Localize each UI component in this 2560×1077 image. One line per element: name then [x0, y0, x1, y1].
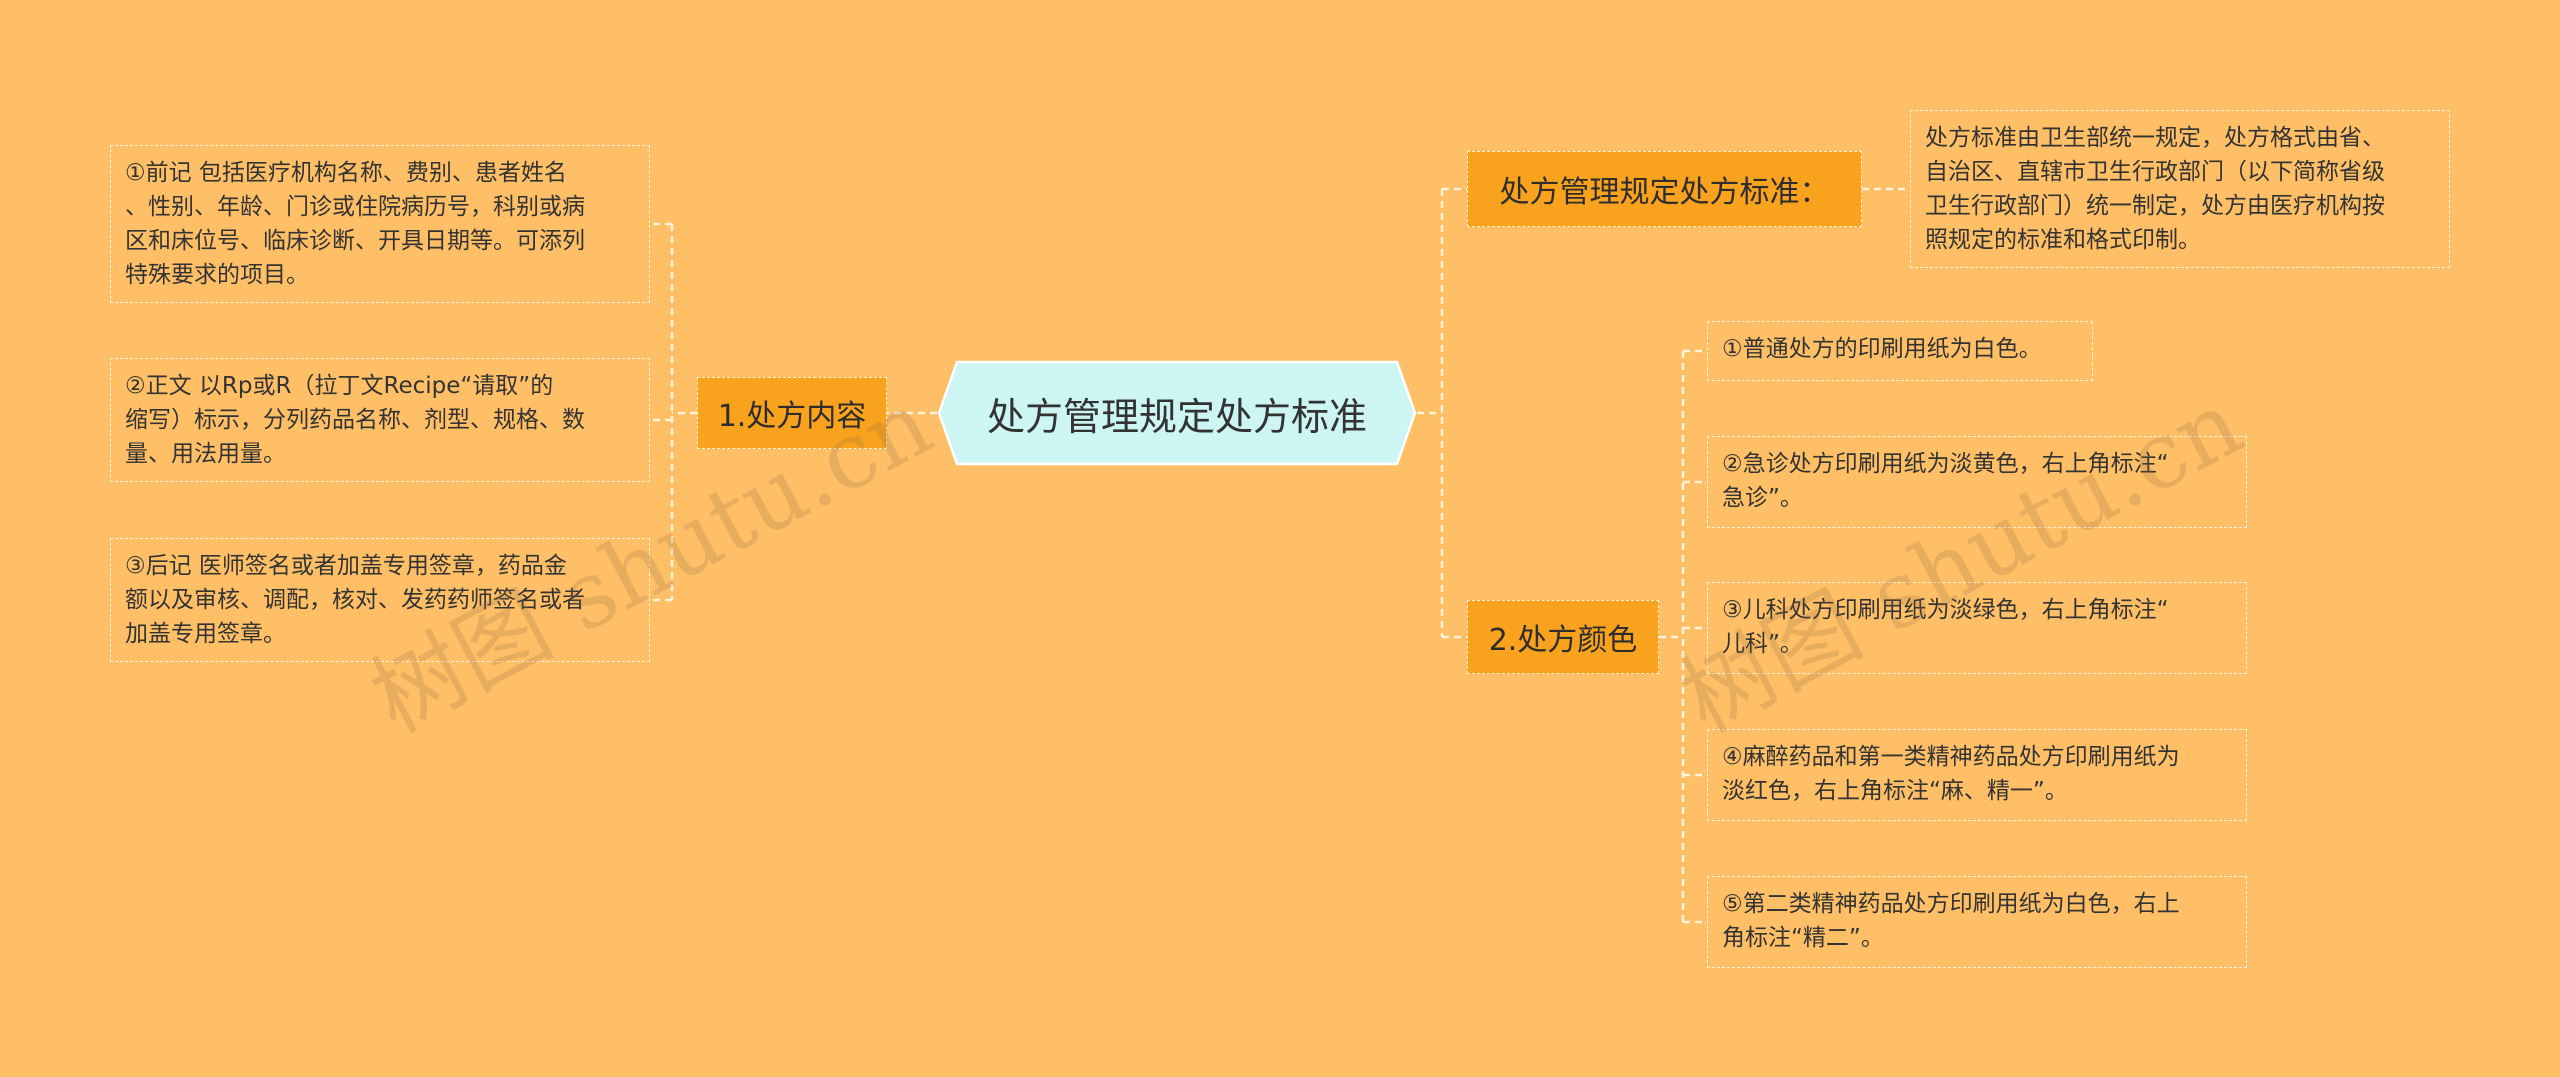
leaf-text-line: ⑤第二类精神药品处方印刷用纸为白色，右上	[1722, 891, 2180, 917]
leaf-color-pediatric[interactable]: ③儿科处方印刷用纸为淡绿色，右上角标注“ 儿科”。	[1707, 582, 2247, 674]
leaf-text-line: 特殊要求的项目。	[125, 262, 309, 288]
root-node[interactable]: 处方管理规定处方标准	[937, 360, 1417, 466]
leaf-back-note[interactable]: ③后记 医师签名或者加盖专用签章，药品金 额以及审核、调配，核对、发药药师签名或…	[110, 538, 650, 662]
branch-prescription-content[interactable]: 1.处方内容	[697, 377, 887, 449]
leaf-color-ordinary[interactable]: ①普通处方的印刷用纸为白色。	[1707, 321, 2093, 381]
root-hexagon-shape	[937, 360, 1417, 466]
leaf-text-line: ③后记 医师签名或者加盖专用签章，药品金	[125, 553, 567, 579]
leaf-text-line: 儿科”。	[1722, 631, 1803, 657]
leaf-text-line: 加盖专用签章。	[125, 621, 286, 647]
branch-prescription-standard-label: 处方管理规定处方标准：	[1499, 175, 1830, 210]
leaf-text-line: 自治区、直辖市卫生行政部门（以下简称省级	[1925, 159, 2385, 185]
leaf-text-line: ①前记 包括医疗机构名称、费别、患者姓名	[125, 160, 567, 186]
leaf-text-line: 、性别、年龄、门诊或住院病历号，科别或病	[125, 194, 585, 220]
leaf-text-line: ②正文 以Rp或R（拉丁文Recipe“请取”的	[125, 373, 554, 399]
root-label: 处方管理规定处方标准	[986, 394, 1367, 439]
leaf-text-line: 角标注“精二”。	[1722, 925, 1884, 951]
leaf-body-text[interactable]: ②正文 以Rp或R（拉丁文Recipe“请取”的 缩写）标示，分列药品名称、剂型…	[110, 358, 650, 482]
leaf-text-line: ④麻醉药品和第一类精神药品处方印刷用纸为	[1722, 744, 2180, 770]
branch-prescription-color-label: 2.处方颜色	[1488, 623, 1638, 658]
leaf-color-psychotropic[interactable]: ⑤第二类精神药品处方印刷用纸为白色，右上 角标注“精二”。	[1707, 876, 2247, 968]
branch-prescription-content-label: 1.处方内容	[717, 399, 867, 434]
leaf-front-note[interactable]: ①前记 包括医疗机构名称、费别、患者姓名 、性别、年龄、门诊或住院病历号，科别或…	[110, 145, 650, 303]
leaf-text-line: ②急诊处方印刷用纸为淡黄色，右上角标注“	[1722, 451, 2169, 477]
leaf-text-line: ①普通处方的印刷用纸为白色。	[1722, 336, 2042, 362]
branch-prescription-standard[interactable]: 处方管理规定处方标准：	[1467, 151, 1862, 227]
leaf-text-line: 缩写）标示，分列药品名称、剂型、规格、数	[125, 407, 585, 433]
leaf-text-line: 卫生行政部门）统一制定，处方由医疗机构按	[1925, 193, 2385, 219]
leaf-text-line: 照规定的标准和格式印制。	[1925, 227, 2201, 253]
leaf-text-line: 处方标准由卫生部统一规定，处方格式由省、	[1925, 125, 2385, 151]
branch-prescription-color[interactable]: 2.处方颜色	[1467, 600, 1659, 674]
leaf-color-emergency[interactable]: ②急诊处方印刷用纸为淡黄色，右上角标注“ 急诊”。	[1707, 436, 2247, 528]
leaf-text-line: 淡红色，右上角标注“麻、精一”。	[1722, 778, 2068, 804]
leaf-text-line: 急诊”。	[1722, 485, 1803, 511]
leaf-text-line: ③儿科处方印刷用纸为淡绿色，右上角标注“	[1722, 597, 2169, 623]
leaf-text-line: 区和床位号、临床诊断、开具日期等。可添列	[125, 228, 585, 254]
leaf-color-narcotic[interactable]: ④麻醉药品和第一类精神药品处方印刷用纸为 淡红色，右上角标注“麻、精一”。	[1707, 729, 2247, 821]
leaf-text-line: 额以及审核、调配，核对、发药药师签名或者	[125, 587, 585, 613]
leaf-standard-description[interactable]: 处方标准由卫生部统一规定，处方格式由省、 自治区、直辖市卫生行政部门（以下简称省…	[1910, 110, 2450, 268]
leaf-text-line: 量、用法用量。	[125, 441, 286, 467]
